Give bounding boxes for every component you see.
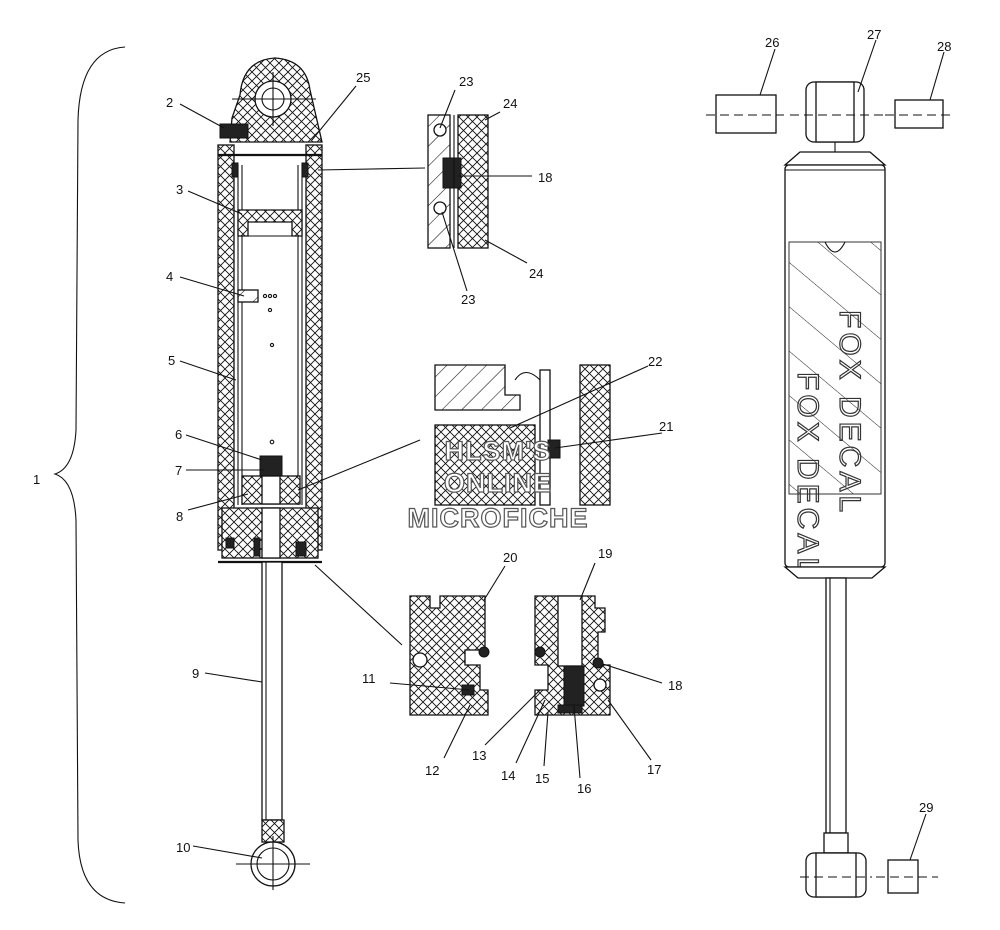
callout-26: 26	[765, 35, 779, 50]
callout-23-bottom: 23	[461, 292, 475, 307]
callout-labels: 1 2 3 4 5 6 7 8 9 10 11 12 13 14 15 16 1…	[33, 27, 951, 855]
callout-16: 16	[577, 781, 591, 796]
callout-19: 19	[598, 546, 612, 561]
callout-17: 17	[647, 762, 661, 777]
callout-24-bottom: 24	[529, 266, 543, 281]
decal-text-2: FOX DECAL	[791, 372, 824, 578]
decal-text-1: FOX DECAL	[833, 310, 866, 516]
callout-2: 2	[166, 95, 173, 110]
leader-lines	[179, 39, 945, 861]
callout-21: 21	[659, 419, 673, 434]
callout-29: 29	[919, 800, 933, 815]
reservoir-screw	[219, 123, 249, 139]
callout-4: 4	[166, 269, 173, 284]
nitrogen-valve	[237, 289, 278, 445]
decal-area	[788, 241, 882, 495]
callout-9: 9	[192, 666, 199, 681]
sectioned-shock-view	[53, 46, 323, 904]
callout-12: 12	[425, 763, 439, 778]
callout-8: 8	[176, 509, 183, 524]
callout-24-top: 24	[503, 96, 517, 111]
callout-20: 20	[503, 550, 517, 565]
callout-3: 3	[176, 182, 183, 197]
detail-piston-section	[297, 364, 611, 506]
floating-piston	[237, 209, 303, 237]
callout-7: 7	[175, 463, 182, 478]
shock-shaft	[261, 561, 283, 821]
watermark-line-2: ONLINE	[444, 468, 552, 498]
callout-11: 11	[362, 671, 376, 686]
callout-18-lower: 18	[668, 678, 682, 693]
top-eye-mount	[229, 57, 323, 143]
watermark-line-1: HLSM'S	[445, 436, 552, 466]
bottom-eye-mount	[236, 836, 310, 890]
callout-23-top: 23	[459, 74, 473, 89]
callout-25: 25	[356, 70, 370, 85]
callout-27: 27	[867, 27, 881, 42]
outer-body-wall-right	[305, 144, 323, 551]
watermark-line-3: MICROFICHE	[408, 503, 589, 533]
assembly-brace	[53, 46, 126, 904]
exterior-shaft	[825, 577, 847, 834]
detail-seal-section	[317, 114, 489, 249]
watermark: HLSM'S ONLINE MICROFICHE	[407, 435, 589, 533]
detail-base-valve-right	[534, 595, 611, 716]
callout-14: 14	[501, 768, 515, 783]
spacer-28	[885, 99, 955, 129]
callout-15: 15	[535, 771, 549, 786]
callout-28: 28	[937, 39, 951, 54]
callout-6: 6	[175, 427, 182, 442]
exterior-shock-view: FOX DECAL FOX DECAL	[783, 81, 887, 898]
spacer-29	[876, 859, 938, 894]
callout-13: 13	[472, 748, 486, 763]
callout-18-upper: 18	[538, 170, 552, 185]
callout-5: 5	[168, 353, 175, 368]
spacer-26	[706, 94, 784, 134]
piston-nut-stack	[241, 455, 301, 505]
detail-base-valve-left	[314, 564, 490, 716]
outer-body-wall-left	[217, 144, 235, 551]
bottom-bearing-block	[221, 507, 319, 559]
callout-10: 10	[176, 840, 190, 855]
callout-22: 22	[648, 354, 662, 369]
callout-1: 1	[33, 472, 40, 487]
